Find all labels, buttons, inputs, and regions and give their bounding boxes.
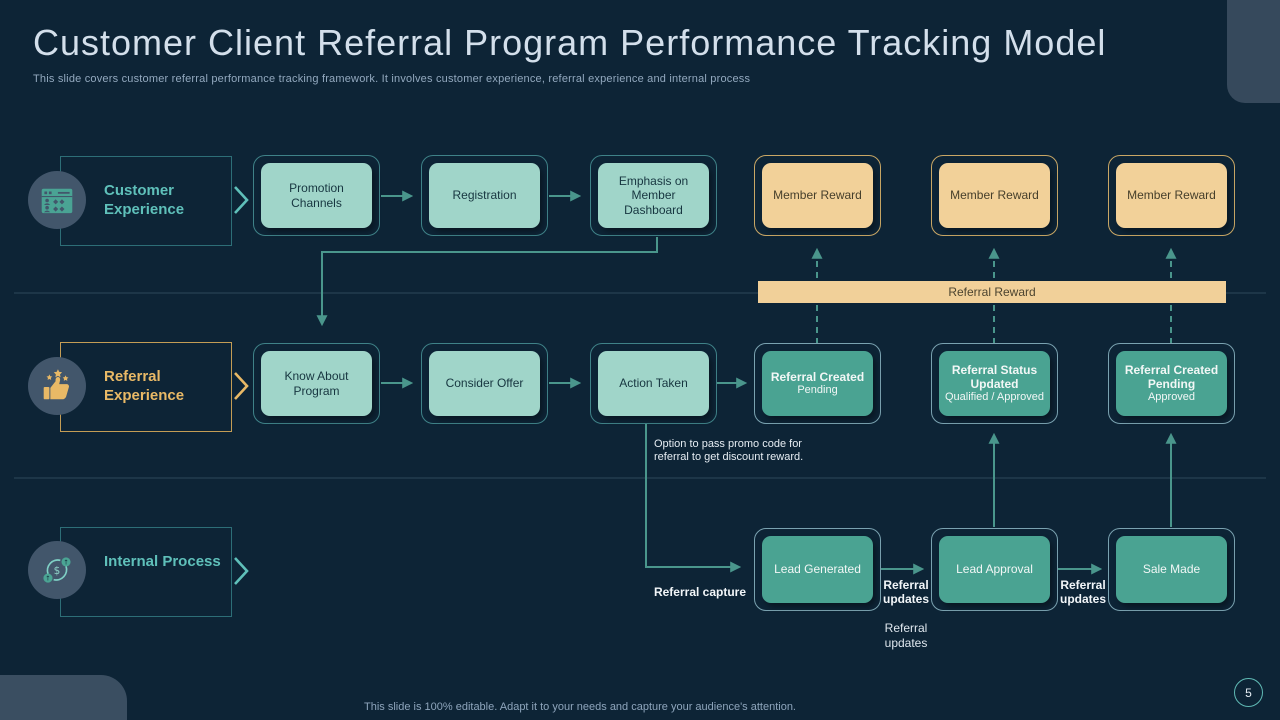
chevron-right-icon	[233, 556, 249, 586]
referral-updates-label-3: Referral updates	[1059, 578, 1106, 606]
step-action-taken[interactable]: Action Taken	[590, 343, 717, 424]
reward-label: Member Reward	[939, 163, 1050, 228]
chevron-right-icon	[233, 185, 249, 215]
step-label: Promotion Channels	[261, 163, 372, 228]
lane-customer-icon-circle	[28, 171, 86, 229]
thumbs-up-stars-icon	[43, 369, 69, 400]
decorative-corner-top-right	[1227, 0, 1280, 103]
step-label: Lead Approval	[939, 536, 1050, 603]
step-label: Registration	[429, 163, 540, 228]
state-title: Referral Created	[770, 369, 865, 384]
step-label: Lead Generated	[762, 536, 873, 603]
step-registration[interactable]: Registration	[421, 155, 548, 236]
lane-referral-icon-circle	[28, 357, 86, 415]
step-emphasis-member-dashboard[interactable]: Emphasis on Member Dashboard	[590, 155, 717, 236]
step-label: Sale Made	[1116, 536, 1227, 603]
step-label: Consider Offer	[429, 351, 540, 416]
reward-box-1[interactable]: Member Reward	[754, 155, 881, 236]
reward-box-2[interactable]: Member Reward	[931, 155, 1058, 236]
svg-text:$: $	[54, 565, 61, 577]
lane-internal-icon-circle: $ ↑ ↑	[28, 541, 86, 599]
step-sale-made[interactable]: Sale Made	[1108, 528, 1235, 611]
reward-label: Member Reward	[1116, 163, 1227, 228]
reward-box-3[interactable]: Member Reward	[1108, 155, 1235, 236]
page-title: Customer Client Referral Program Perform…	[33, 22, 1107, 63]
step-promotion-channels[interactable]: Promotion Channels	[253, 155, 380, 236]
referral-capture-label: Referral capture	[653, 585, 747, 599]
lane-label-internal-process: Internal Process	[104, 553, 221, 570]
step-lead-generated[interactable]: Lead Generated	[754, 528, 881, 611]
svg-text:↑: ↑	[45, 574, 51, 582]
state-referral-created-pending[interactable]: Referral Created Pending	[754, 343, 881, 424]
state-subtitle: Pending	[797, 384, 838, 397]
step-know-about-program[interactable]: Know About Program	[253, 343, 380, 424]
page-subtitle: This slide covers customer referral perf…	[33, 73, 751, 85]
state-subtitle: Qualified / Approved	[944, 391, 1045, 404]
step-label: Emphasis on Member Dashboard	[598, 163, 709, 228]
chevron-right-icon	[233, 371, 249, 401]
step-lead-approval[interactable]: Lead Approval	[931, 528, 1058, 611]
referral-updates-label-1: Referral updates	[882, 578, 929, 606]
lane-label-referral-experience: Referral Experience	[104, 368, 185, 404]
lane-label-customer-experience: Customer Experience	[104, 182, 185, 218]
promo-code-note: Option to pass promo code for referral t…	[654, 438, 804, 463]
step-label: Action Taken	[598, 351, 709, 416]
referral-reward-band[interactable]: Referral Reward	[758, 281, 1226, 303]
state-subtitle: Approved	[1147, 391, 1196, 404]
footer-note: This slide is 100% editable. Adapt it to…	[364, 701, 796, 713]
referral-updates-label-2: Referral updates	[884, 621, 928, 650]
page-number-badge: 5	[1234, 678, 1263, 707]
member-dashboard-icon	[41, 188, 73, 213]
state-referral-created-approved[interactable]: Referral Created Pending Approved	[1108, 343, 1235, 424]
step-label: Know About Program	[261, 351, 372, 416]
decorative-corner-bottom-left	[0, 675, 127, 720]
state-referral-status-updated[interactable]: Referral Status Updated Qualified / Appr…	[931, 343, 1058, 424]
money-cycle-icon: $ ↑ ↑	[43, 557, 71, 583]
step-consider-offer[interactable]: Consider Offer	[421, 343, 548, 424]
state-title: Referral Created Pending	[1124, 362, 1219, 391]
reward-label: Member Reward	[762, 163, 873, 228]
svg-text:↑: ↑	[63, 558, 69, 566]
state-title: Referral Status Updated	[951, 362, 1038, 391]
